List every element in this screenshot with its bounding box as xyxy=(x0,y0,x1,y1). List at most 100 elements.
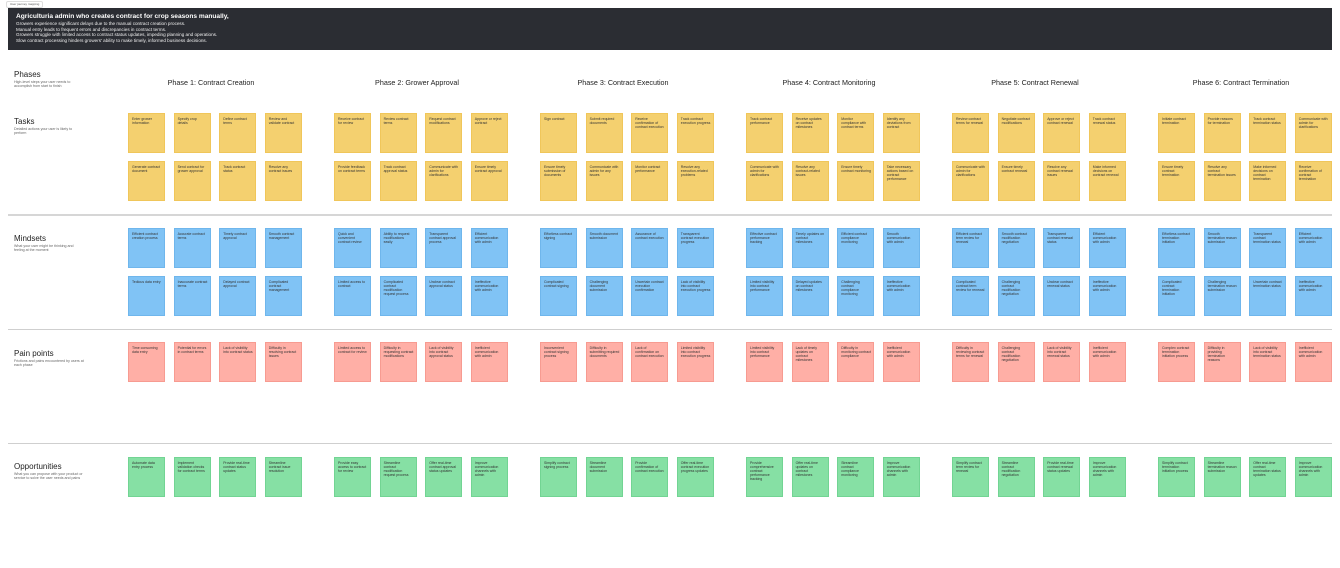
opportunity-sticky[interactable]: Improve communication channels with admi… xyxy=(1088,457,1126,497)
mindset-sticky[interactable]: Uncertain contract execution confirmatio… xyxy=(631,276,669,316)
mindset-sticky[interactable]: Efficient contract term review for renew… xyxy=(952,228,989,268)
mindset-sticky[interactable]: Limited access to contract xyxy=(334,276,371,316)
task-sticky[interactable]: Resolve any execution-related problems xyxy=(676,161,714,201)
mindset-sticky[interactable]: Timely updates on contract milestones xyxy=(791,228,829,268)
mindset-sticky[interactable]: Efficient contract compliance monitoring xyxy=(837,228,875,268)
mindset-sticky[interactable]: Complicated contract signing xyxy=(540,276,577,316)
mindset-sticky[interactable]: Uncertain contract termination status xyxy=(1249,276,1287,316)
opportunity-sticky[interactable]: Provide confirmation of contract executi… xyxy=(631,457,669,497)
mindset-sticky[interactable]: Smooth termination reason submission xyxy=(1203,228,1241,268)
mindset-sticky[interactable]: Ineffective communication with admin xyxy=(470,276,508,316)
mindset-sticky[interactable]: Lack of visibility into contract executi… xyxy=(676,276,714,316)
task-sticky[interactable]: Receive confirmation of contract executi… xyxy=(631,113,669,153)
task-sticky[interactable]: Review contract terms for renewal xyxy=(952,113,989,153)
opportunity-sticky[interactable]: Implement validation checks for contract… xyxy=(173,457,211,497)
mindset-sticky[interactable]: Transparent contract termination status xyxy=(1249,228,1287,268)
task-sticky[interactable]: Monitor contract performance xyxy=(631,161,669,201)
pain-point-sticky[interactable]: Inefficient communication with admin xyxy=(1294,342,1332,382)
task-sticky[interactable]: Track contract execution progress xyxy=(676,113,714,153)
opportunity-sticky[interactable]: Streamline contract compliance monitorin… xyxy=(837,457,875,497)
mindset-sticky[interactable]: Complicated contract termination initiat… xyxy=(1158,276,1195,316)
mindset-sticky[interactable]: Smooth communication with admin xyxy=(882,228,920,268)
task-sticky[interactable]: Negotiate contract modifications xyxy=(997,113,1035,153)
opportunity-sticky[interactable]: Offer real-time updates on contract mile… xyxy=(791,457,829,497)
opportunity-sticky[interactable]: Simplify contract termination initiation… xyxy=(1158,457,1195,497)
mindset-sticky[interactable]: Effortless contract termination initiati… xyxy=(1158,228,1195,268)
opportunity-sticky[interactable]: Offer real-time contract execution progr… xyxy=(676,457,714,497)
pain-point-sticky[interactable]: Difficulty in providing termination reas… xyxy=(1203,342,1241,382)
mindset-sticky[interactable]: Effective contract performance tracking xyxy=(746,228,783,268)
task-sticky[interactable]: Send contract for grower approval xyxy=(173,161,211,201)
task-sticky[interactable]: Receive updates on contract milestones xyxy=(791,113,829,153)
task-sticky[interactable]: Approve or reject contract xyxy=(470,113,508,153)
task-sticky[interactable]: Make informed decisions on contract rene… xyxy=(1088,161,1126,201)
mindset-sticky[interactable]: Tedious data entry xyxy=(128,276,165,316)
mindset-sticky[interactable]: Ineffective communication with admin xyxy=(1088,276,1126,316)
task-sticky[interactable]: Communicate with admin for clarification… xyxy=(1294,113,1332,153)
mindset-sticky[interactable]: Transparent contract approval process xyxy=(425,228,463,268)
mindset-sticky[interactable]: Efficient communication with admin xyxy=(470,228,508,268)
mindset-sticky[interactable]: Limited visibility into contract perform… xyxy=(746,276,783,316)
task-sticky[interactable]: Receive confirmation of contract termina… xyxy=(1294,161,1332,201)
pain-point-sticky[interactable]: Lack of timely updates on contract miles… xyxy=(791,342,829,382)
pain-point-sticky[interactable]: Inefficient communication with admin xyxy=(1088,342,1126,382)
pain-point-sticky[interactable]: Inefficient communication with admin xyxy=(882,342,920,382)
task-sticky[interactable]: Request contract modifications xyxy=(425,113,463,153)
task-sticky[interactable]: Communicate with admin for clarification… xyxy=(425,161,463,201)
mindset-sticky[interactable]: Smooth contract modification negotiation xyxy=(997,228,1035,268)
mindset-sticky[interactable]: Smooth document submission xyxy=(585,228,623,268)
mindset-sticky[interactable]: Efficient communication with admin xyxy=(1088,228,1126,268)
task-sticky[interactable]: Ensure timely contract approval xyxy=(470,161,508,201)
mindset-sticky[interactable]: Delayed updates on contract milestones xyxy=(791,276,829,316)
task-sticky[interactable]: Communicate with admin for clarification… xyxy=(952,161,989,201)
opportunity-sticky[interactable]: Offer real-time contract approval status… xyxy=(425,457,463,497)
mindset-sticky[interactable]: Unclear contract approval status xyxy=(425,276,463,316)
pain-point-sticky[interactable]: Inconvenient contract signing process xyxy=(540,342,577,382)
task-sticky[interactable]: Provide reasons for termination xyxy=(1203,113,1241,153)
opportunity-sticky[interactable]: Streamline contract modification negotia… xyxy=(997,457,1035,497)
task-sticky[interactable]: Monitor compliance with contract terms xyxy=(837,113,875,153)
mindset-sticky[interactable]: Complicated contract management xyxy=(264,276,302,316)
mindset-sticky[interactable]: Assurance of contract execution xyxy=(631,228,669,268)
opportunity-sticky[interactable]: Offer real-time contract termination sta… xyxy=(1249,457,1287,497)
mindset-sticky[interactable]: Quick and convenient contract review xyxy=(334,228,371,268)
opportunity-sticky[interactable]: Improve communication channels with admi… xyxy=(1294,457,1332,497)
task-sticky[interactable]: Track contract approval status xyxy=(379,161,417,201)
pain-point-sticky[interactable]: Lack of visibility into contract renewal… xyxy=(1043,342,1081,382)
task-sticky[interactable]: Review and validate contract xyxy=(264,113,302,153)
opportunity-sticky[interactable]: Streamline contract issue resolution xyxy=(264,457,302,497)
opportunity-sticky[interactable]: Provide real-time contract status update… xyxy=(219,457,257,497)
mindset-sticky[interactable]: Transparent contract execution progress xyxy=(676,228,714,268)
task-sticky[interactable]: Make informed decisions on contract term… xyxy=(1249,161,1287,201)
pain-point-sticky[interactable]: Difficulty in requesting contract modifi… xyxy=(379,342,417,382)
opportunity-sticky[interactable]: Streamline document submission xyxy=(585,457,623,497)
mindset-sticky[interactable]: Effortless contract signing xyxy=(540,228,577,268)
task-sticky[interactable]: Take necessary actions based on contract… xyxy=(882,161,920,201)
task-sticky[interactable]: Identify any deviations from contract xyxy=(882,113,920,153)
pain-point-sticky[interactable]: Lack of visibility into contract status xyxy=(219,342,257,382)
mindset-sticky[interactable]: Inaccurate contract terms xyxy=(173,276,211,316)
pain-point-sticky[interactable]: Limited visibility into contract perform… xyxy=(746,342,783,382)
pain-point-sticky[interactable]: Difficulty in reviewing contract terms f… xyxy=(952,342,989,382)
task-sticky[interactable]: Enter grower information xyxy=(128,113,165,153)
mindset-sticky[interactable]: Complicated contract modification reques… xyxy=(379,276,417,316)
task-sticky[interactable]: Ensure timely contract termination xyxy=(1158,161,1195,201)
task-sticky[interactable]: Review contract terms xyxy=(379,113,417,153)
task-sticky[interactable]: Provide feedback on contract terms xyxy=(334,161,371,201)
task-sticky[interactable]: Ensure timely submission of documents xyxy=(540,161,577,201)
task-sticky[interactable]: Ensure timely contract renewal xyxy=(997,161,1035,201)
opportunity-sticky[interactable]: Streamline contract modification request… xyxy=(379,457,417,497)
pain-point-sticky[interactable]: Potential for errors in contract terms xyxy=(173,342,211,382)
opportunity-sticky[interactable]: Provide comprehensive contract performan… xyxy=(746,457,783,497)
task-sticky[interactable]: Track contract termination status xyxy=(1249,113,1287,153)
pain-point-sticky[interactable]: Lack of confirmation on contract executi… xyxy=(631,342,669,382)
opportunity-sticky[interactable]: Provide real-time contract renewal statu… xyxy=(1043,457,1081,497)
task-sticky[interactable]: Initiate contract termination xyxy=(1158,113,1195,153)
mindset-sticky[interactable]: Challenging document submission xyxy=(585,276,623,316)
pain-point-sticky[interactable]: Challenging contract modification negoti… xyxy=(997,342,1035,382)
mindset-sticky[interactable]: Smooth contract management xyxy=(264,228,302,268)
pain-point-sticky[interactable]: Limited visibility into contract executi… xyxy=(676,342,714,382)
mindset-sticky[interactable]: Efficient communication with admin xyxy=(1294,228,1332,268)
task-sticky[interactable]: Communicate with admin for any issues xyxy=(585,161,623,201)
task-sticky[interactable]: Resolve any contract issues xyxy=(264,161,302,201)
